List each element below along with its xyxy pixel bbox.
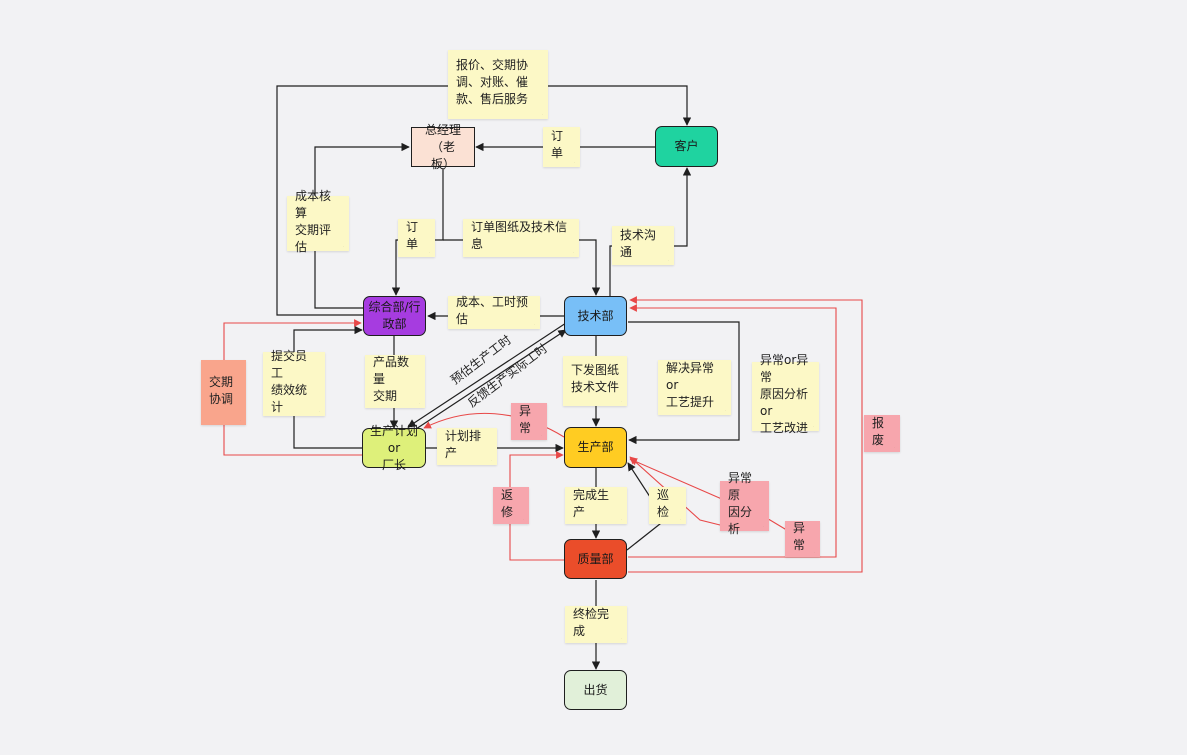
sticky-solve-abnormal[interactable]: 解决异常or 工艺提升· xyxy=(658,360,731,415)
sticky-delivery-coordination[interactable]: 交期 协调· xyxy=(201,360,246,425)
sticky-service-text: 报价、交期协 调、对账、催 款、售后服务 xyxy=(456,58,529,106)
sticky-schedule-text: 计划排产 xyxy=(445,428,482,460)
sticky-final-inspection[interactable]: 终检完成· xyxy=(565,606,627,643)
sticky-cause-analysis[interactable]: 异常原 因分析· xyxy=(720,471,769,536)
sticky-delivery-coordination-text: 交期 协调 xyxy=(209,374,234,406)
sticky-tech-communication[interactable]: 技术沟通· xyxy=(612,226,674,265)
sticky-drawings-documents-text: 下发图纸 技术文件 xyxy=(571,363,620,394)
production-department-node[interactable]: 生产部 xyxy=(564,427,627,468)
sticky-order-top[interactable]: 订单· xyxy=(543,127,580,167)
sticky-solve-abnormal-text: 解决异常or 工艺提升 xyxy=(666,361,715,409)
arrow-tech-to-planning xyxy=(407,322,567,428)
sticky-cost-accounting-text: 成本核算 交期评估 xyxy=(295,188,332,254)
sticky-drawings-documents[interactable]: 下发图纸 技术文件· xyxy=(563,356,627,406)
sticky-abnormal-1-text: 异常 xyxy=(519,403,532,435)
sticky-abnormal-2-text: 异常 xyxy=(793,521,806,552)
red-arrow-production-to-planning xyxy=(423,412,565,438)
sticky-rework[interactable]: 返修· xyxy=(493,487,529,524)
sticky-scrap[interactable]: 报废· xyxy=(864,415,900,452)
sticky-performance-stats-text: 提交员工 绩效统计 xyxy=(271,349,308,414)
sticky-abnormal-2[interactable]: 异常· xyxy=(785,521,820,557)
sticky-cause-analysis-text: 异常原 因分析 xyxy=(728,471,753,536)
arrow-admin-to-customer xyxy=(276,85,692,316)
red-arrow-quality-to-tech xyxy=(628,304,837,558)
sticky-rework-text: 返修 xyxy=(501,487,514,519)
arrow-tech-loop-to-production xyxy=(628,321,740,445)
sticky-performance-stats[interactable]: 提交员工 绩效统计· xyxy=(263,349,325,416)
sticky-order-drawings[interactable]: 订单图纸及技术信息· xyxy=(463,219,579,257)
sticky-patrol-inspection[interactable]: 巡检· xyxy=(649,487,686,524)
sticky-cost-estimate[interactable]: 成本、工时预估· xyxy=(448,294,540,329)
shipping-node[interactable]: 出货 xyxy=(564,670,627,710)
sticky-order-mid[interactable]: 订单· xyxy=(398,219,435,257)
quality-department-node[interactable]: 质量部 xyxy=(564,539,627,579)
sticky-cost-accounting[interactable]: 成本核算 交期评估· xyxy=(287,189,349,254)
red-arrow-scrap-to-tech xyxy=(628,296,863,573)
production-planning-node[interactable]: 生产计划or 厂长 xyxy=(362,424,426,472)
arrow-planning-to-tech xyxy=(415,329,567,430)
tech-department-node[interactable]: 技术部 xyxy=(564,296,627,336)
sticky-final-inspection-text: 终检完成 xyxy=(573,606,610,638)
sticky-quantity-delivery-text: 产品数量 交期 xyxy=(373,355,410,403)
sticky-patrol-inspection-text: 巡检 xyxy=(657,487,670,519)
sticky-finish-production[interactable]: 完成生产· xyxy=(565,487,627,524)
admin-department-node[interactable]: 综合部/行 政部 xyxy=(363,296,426,336)
sticky-scrap-text: 报废 xyxy=(872,415,885,447)
sticky-analysis-improve[interactable]: 异常or异常 原因分析or 工艺改进· xyxy=(752,353,819,435)
red-arrow-analysis-to-production xyxy=(629,456,721,526)
sticky-cost-estimate-text: 成本、工时预估 xyxy=(456,294,529,326)
sticky-order-drawings-text: 订单图纸及技术信息 xyxy=(471,220,568,251)
sticky-service[interactable]: 报价、交期协 调、对账、催 款、售后服务· xyxy=(448,50,548,119)
general-manager-node[interactable]: 总经理（老 板） xyxy=(411,123,475,171)
sticky-quantity-delivery[interactable]: 产品数量 交期· xyxy=(365,355,425,408)
customer-node[interactable]: 客户 xyxy=(655,126,718,167)
sticky-abnormal-1[interactable]: 异常· xyxy=(511,403,547,440)
sticky-tech-communication-text: 技术沟通 xyxy=(620,227,657,259)
sticky-order-mid-text: 订单 xyxy=(406,220,419,251)
sticky-analysis-improve-text: 异常or异常 原因分析or 工艺改进 xyxy=(760,353,809,435)
sticky-finish-production-text: 完成生产 xyxy=(573,487,610,519)
sticky-schedule[interactable]: 计划排产· xyxy=(437,428,497,465)
sticky-order-top-text: 订单 xyxy=(551,129,564,160)
